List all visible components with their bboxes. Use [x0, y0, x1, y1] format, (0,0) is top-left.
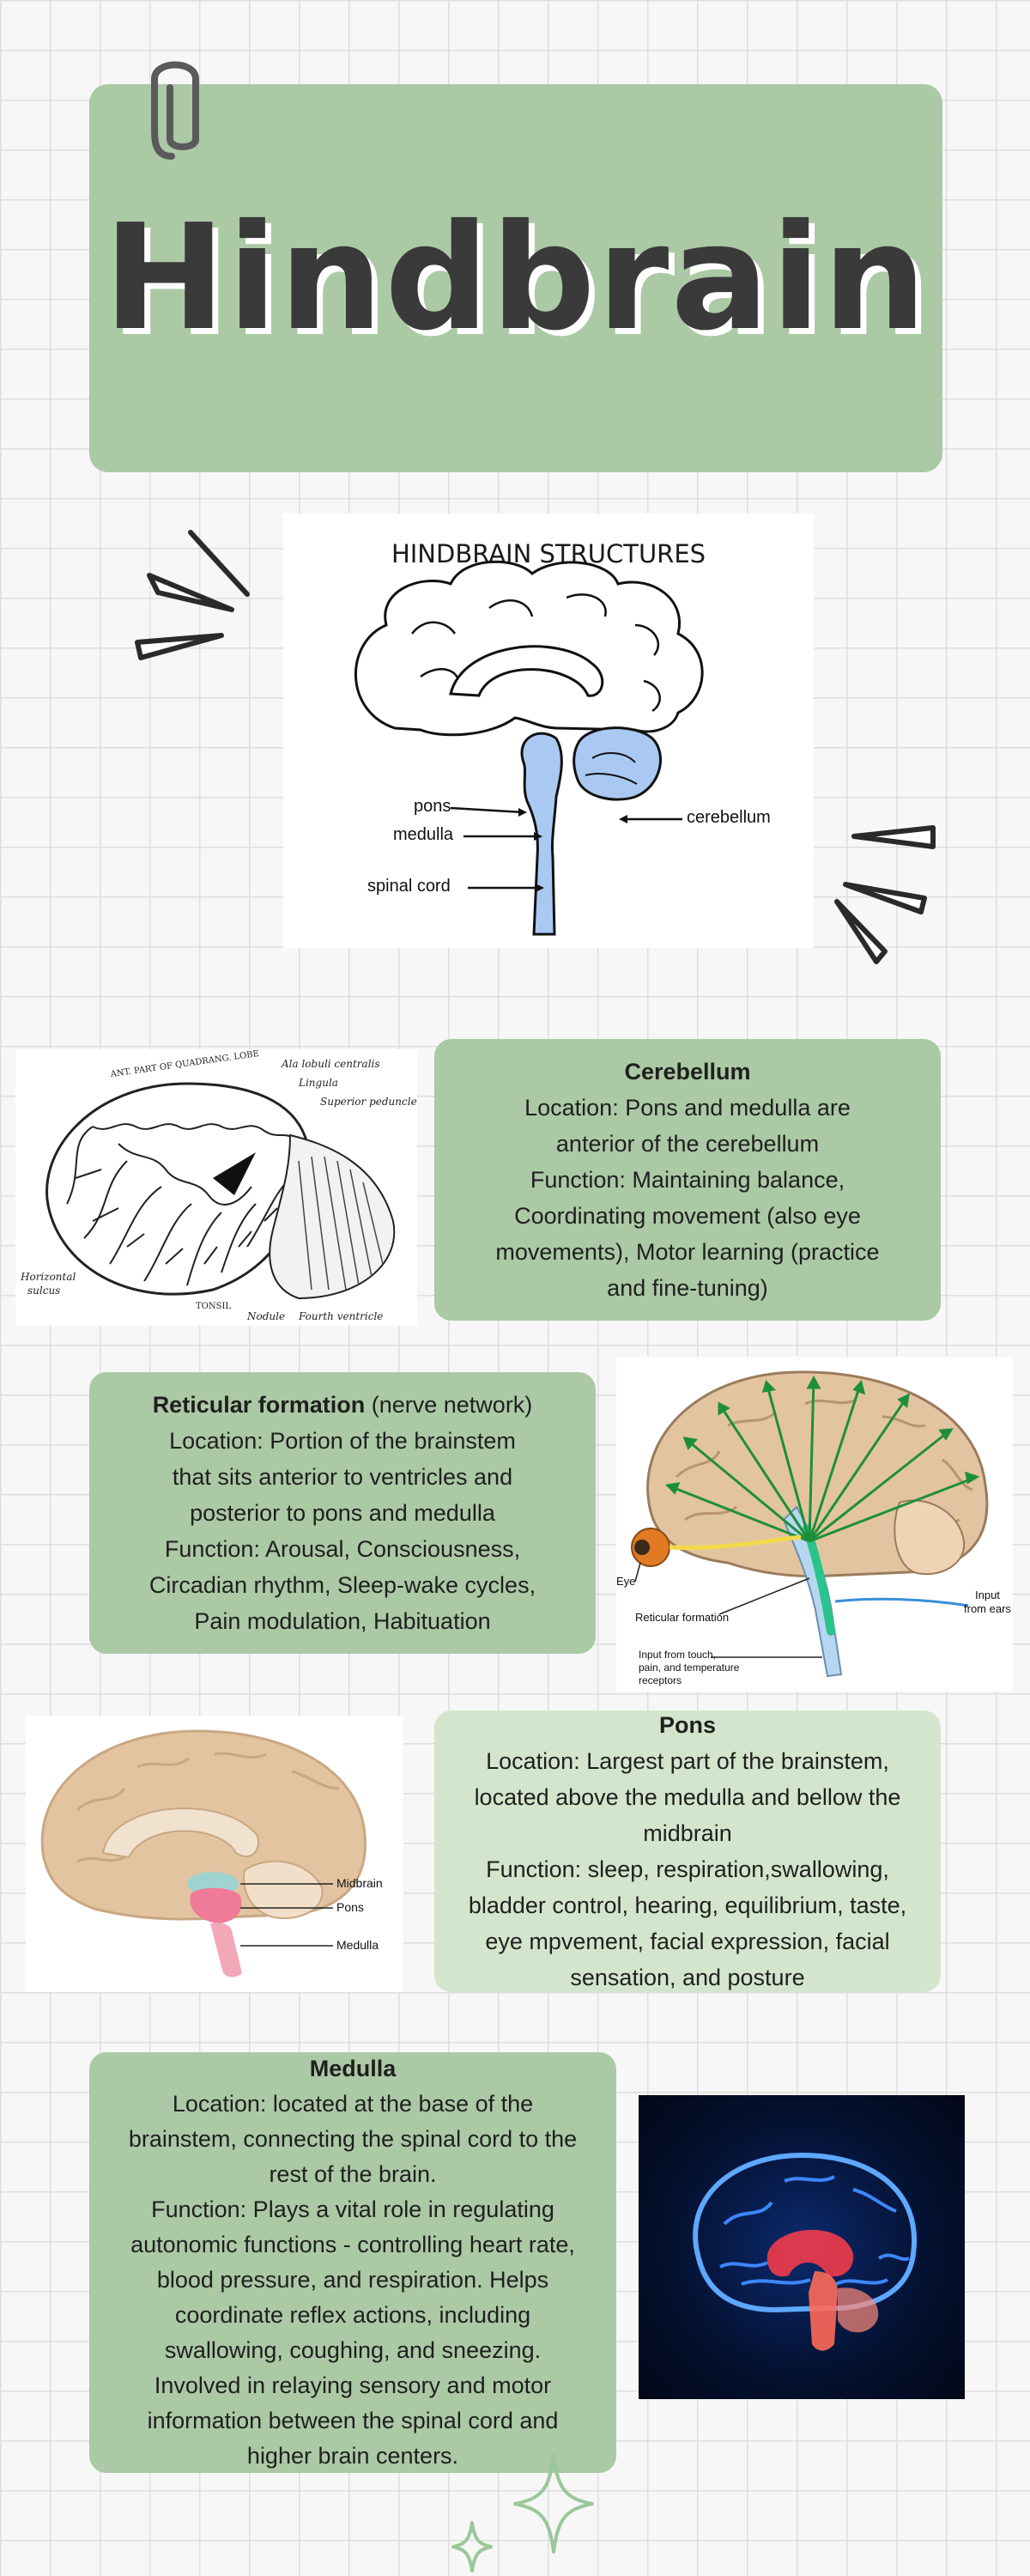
pons-card: Pons Location: Largest part of the brain… [434, 1710, 941, 1992]
pons-image: Midbrain Pons Medulla [26, 1716, 403, 1992]
reticular-image: Eye Reticular formation Input from ears … [616, 1357, 1013, 1692]
pons-line: sensation, and posture [570, 1965, 805, 1990]
reticular-line: that sits anterior to ventricles and [172, 1464, 513, 1490]
glowing-brain-image [639, 2095, 965, 2399]
label-pons: pons [414, 797, 451, 816]
pons-line: midbrain [643, 1820, 732, 1846]
hindbrain-diagram: HINDBRAIN STRUCTURES pons medulla spinal… [283, 513, 814, 948]
page-title: Hindbrain [103, 193, 929, 363]
medulla-heading: Medulla [309, 2056, 397, 2081]
pons-line: located above the medulla and bellow the [474, 1784, 901, 1810]
cerebellum-line: anterior of the cerebellum [555, 1131, 820, 1157]
pons-line: eye mpvement, facial expression, facial [485, 1929, 890, 1954]
medulla-line: higher brain centers. [246, 2443, 459, 2469]
spark-right-icon [834, 825, 936, 964]
pons-label-pons: Pons [336, 1900, 364, 1914]
cb-label-top1: Ala lobuli centralis [282, 1058, 380, 1070]
cerebellum-line: Location: Pons and medulla are [524, 1095, 851, 1121]
medulla-line: rest of the brain. [269, 2161, 437, 2187]
cb-label-bottom1: TONSIL [196, 1302, 232, 1311]
cb-label-top2: Lingula [299, 1077, 338, 1089]
cerebellum-line: Function: Maintaining balance, [530, 1167, 845, 1193]
medulla-line: coordinate reflex actions, including [174, 2302, 531, 2328]
ret-label-touch3: receptors [639, 1674, 682, 1686]
cerebellum-drawing: ANT. PART OF QUADRANG. LOBE Ala lobuli c… [15, 1049, 417, 1326]
medulla-line: information between the spinal cord and [147, 2408, 559, 2433]
cerebellum-heading: Cerebellum [624, 1059, 751, 1084]
reticular-line: Location: Portion of the brainstem [169, 1428, 516, 1454]
cerebellum-line: Coordinating movement (also eye [514, 1203, 861, 1229]
ret-label-touch1: Input from touch, [639, 1649, 717, 1661]
reticular-illustration [631, 1370, 989, 1678]
cb-label-left1: Horizontal [21, 1271, 76, 1283]
cerebellum-illustration [45, 1082, 396, 1300]
reticular-line: Circadian rhythm, Sleep-wake cycles, [148, 1572, 536, 1598]
reticular-card: Reticular formation (nerve network) Loca… [89, 1372, 596, 1654]
label-medulla: medulla [393, 825, 454, 844]
pons-heading: Pons [658, 1712, 716, 1738]
pons-illustration [40, 1729, 367, 1978]
label-spinal-cord: spinal cord [367, 877, 451, 896]
pons-label-medulla: Medulla [336, 1938, 379, 1952]
reticular-heading: Reticular formation [152, 1392, 366, 1418]
cerebellum-line: movements), Motor learning (practice [495, 1239, 880, 1265]
reticular-line: Pain modulation, Habituation [194, 1608, 491, 1634]
medulla-line: Location: located at the base of the [172, 2091, 534, 2117]
brain-outline-illustration [354, 560, 704, 936]
pons-line: bladder control, hearing, equilibrium, t… [468, 1893, 907, 1918]
pons-label-midbrain: Midbrain [336, 1876, 383, 1890]
cb-label-left2: sulcus [27, 1285, 61, 1297]
medulla-line: blood pressure, and respiration. Helps [156, 2267, 549, 2293]
cerebellum-card: Cerebellum Location: Pons and medulla ar… [434, 1039, 941, 1321]
ret-label-eye: Eye [616, 1575, 636, 1588]
medulla-line: swallowing, coughing, and sneezing. [164, 2337, 542, 2363]
reticular-line: Function: Arousal, Consciousness, [164, 1536, 521, 1562]
paperclip-icon [151, 61, 199, 160]
medulla-line: autonomic functions - controlling heart … [130, 2232, 575, 2257]
ret-label-touch2: pain, and temperature [639, 1662, 740, 1674]
reticular-heading-suffix: (nerve network) [365, 1392, 533, 1418]
ret-label-ears1: Input [975, 1589, 1000, 1601]
cerebellum-line: and fine-tuning) [607, 1275, 768, 1301]
ret-label-reticular: Reticular formation [635, 1611, 730, 1624]
ret-label-ears2: from ears [964, 1602, 1011, 1615]
reticular-heading-row: Reticular formation (nerve network) [103, 1387, 582, 1423]
title-card: Hindbrain [89, 84, 942, 472]
medulla-line: brainstem, connecting the spinal cord to… [128, 2126, 578, 2152]
cb-label-bottom3: Fourth ventricle [299, 1310, 384, 1322]
cb-label-bottom2: Nodule [247, 1310, 286, 1322]
medulla-line: Involved in relaying sensory and motor [154, 2372, 552, 2398]
spark-left-icon [135, 530, 250, 660]
pons-line: Function: sleep, respiration,swallowing, [486, 1856, 889, 1882]
reticular-line: posterior to pons and medulla [190, 1500, 495, 1526]
sparkle-icon [451, 2454, 594, 2573]
diagram-heading: HINDBRAIN STRUCTURES [391, 539, 706, 568]
pons-line: Location: Largest part of the brainstem, [486, 1748, 889, 1774]
cb-label-top3: Superior peduncle [320, 1096, 417, 1108]
medulla-card: Medulla Location: located at the base of… [89, 2052, 616, 2473]
glowing-brain-illustration [693, 2152, 918, 2351]
medulla-line: Function: Plays a vital role in regulati… [151, 2196, 554, 2222]
label-cerebellum: cerebellum [687, 808, 771, 827]
